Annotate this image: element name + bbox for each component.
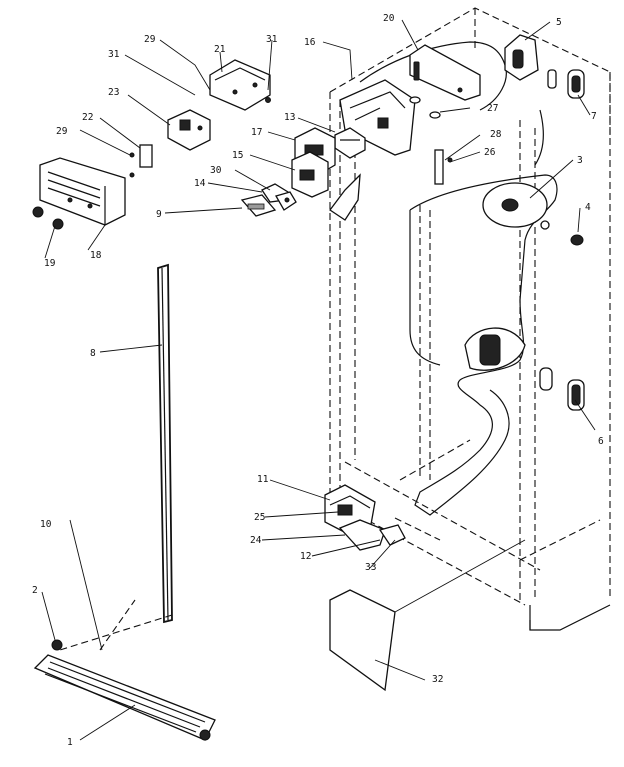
part-2-screw [51,639,63,651]
callout-14: 14 [194,178,206,189]
part-24-plate [338,519,386,551]
callout-29: 29 [144,34,156,45]
callout-33: 33 [365,562,376,573]
part-32-cover [329,589,396,692]
air-diffuser-plate [329,173,361,221]
callout-6: 6 [598,436,604,447]
part-7-cap [547,69,585,99]
callout-labels: 20 5 16 29 21 31 31 23 27 7 22 13 28 29 … [32,13,604,748]
callout-3: 3 [577,155,583,166]
callout-21: 21 [214,44,226,55]
callout-19: 19 [44,258,56,269]
callout-20: 20 [383,13,395,24]
callout-1: 1 [67,737,73,748]
callout-26: 26 [484,147,496,158]
callout-5: 5 [556,17,562,28]
callout-27: 27 [487,103,498,114]
part-19-nuts [32,206,64,230]
part-20-bracket [409,44,481,101]
callout-28: 28 [490,129,502,140]
callout-12: 12 [300,551,311,562]
kick-plate-screw [199,729,211,741]
callout-18: 18 [90,250,102,261]
callout-13: 13 [284,112,295,123]
callout-31: 31 [108,49,120,60]
part-8-trim-strip [157,263,173,624]
callout-15: 15 [232,150,243,161]
part-18-control-panel [39,157,126,226]
part-4-screw [570,234,584,246]
part-27-pins [409,96,441,119]
part-6-cap [567,379,585,411]
callout-32: 32 [432,674,443,685]
part-13-grille [334,127,366,159]
callout-8: 8 [90,348,96,359]
callout-9: 9 [156,209,162,220]
part-22-clip [129,144,153,178]
callout-7: 7 [591,111,597,122]
callout-25: 25 [254,512,265,523]
part-9-slider [240,194,277,217]
part-14-knob [275,191,297,211]
part-33-clip [378,524,406,546]
callout-2: 2 [32,585,38,596]
part-28-clip [434,149,453,185]
callout-30: 30 [210,165,222,176]
part-5-hinge [504,34,539,81]
callout-10: 10 [40,519,52,530]
callout-17: 17 [251,127,262,138]
callout-29: 29 [56,126,68,137]
callout-16: 16 [304,37,316,48]
callout-11: 11 [257,474,269,485]
part-23-bracket [167,109,211,151]
part-15-box [291,151,329,198]
callout-24: 24 [250,535,262,546]
leader-lines [41,19,596,741]
callout-22: 22 [82,112,93,123]
part-3-damper [482,182,550,230]
callout-31: 31 [266,34,278,45]
callout-4: 4 [585,202,591,213]
liner-duct [359,41,558,516]
part-1-kick-plate [33,654,216,741]
middle-hinge-pocket [464,327,553,391]
part-21-bracket [209,59,271,111]
callout-23: 23 [108,87,119,98]
